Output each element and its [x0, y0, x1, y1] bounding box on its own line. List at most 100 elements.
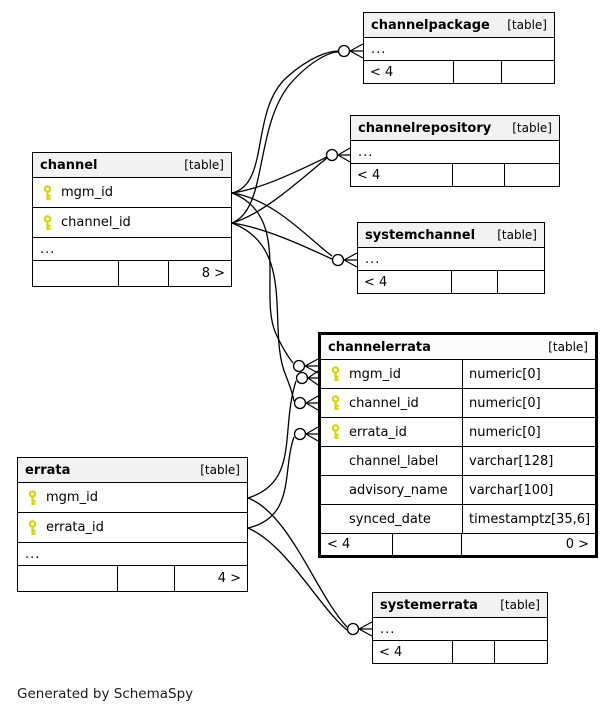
- footer-mid-cell: [119, 261, 169, 286]
- footer-mid-cell: [454, 61, 502, 83]
- crow-foot-channelerrata-errata-id: [305, 426, 319, 442]
- edge-errata-errata-id-to-channelerrata: [247, 436, 295, 529]
- column-row-mgm-id: mgm_id: [18, 483, 247, 513]
- column-name: synced_date: [349, 511, 431, 527]
- column-name: mgm_id: [349, 366, 401, 382]
- column-row-synced-date: synced_date timestamptz[35,6]: [321, 505, 595, 534]
- table-footer: 8 >: [33, 261, 231, 286]
- footer-mid-cell: [393, 534, 462, 555]
- footer-related-left: < 4: [351, 164, 453, 186]
- primary-key-icon: [331, 395, 340, 410]
- footer-related-right: [498, 271, 544, 293]
- footer-related-left: < 4: [373, 641, 453, 663]
- primary-key-icon: [28, 519, 37, 535]
- column-name: mgm_id: [61, 185, 113, 200]
- table-node-channelerrata[interactable]: channelerrata [table] mgm_id numeric[0]: [318, 332, 598, 558]
- footer-mid-cell: [118, 566, 175, 591]
- footer-mid-cell: [453, 641, 495, 663]
- footer-related-right: 0 >: [565, 537, 589, 552]
- edge-errata-mgm-id-to-systemerrata: [247, 497, 348, 628]
- crow-foot-systemchannel: [343, 252, 358, 268]
- table-node-errata[interactable]: errata [table] mgm_id errata_id: [17, 457, 248, 592]
- footer-related-left: < 4: [321, 534, 393, 555]
- crow-foot-channelerrata-mgm-id-a: [304, 358, 319, 374]
- footer-related-left: < 4: [364, 61, 454, 83]
- more-columns-row: ...: [373, 618, 547, 641]
- table-type-tag: [table]: [497, 228, 537, 242]
- table-header[interactable]: systemchannel [table]: [358, 223, 544, 248]
- column-name: advisory_name: [349, 482, 448, 498]
- crow-foot-channelrepository: [337, 147, 351, 163]
- more-columns-row: ...: [351, 141, 559, 164]
- edge-errata-mgm-id-to-channelerrata: [247, 380, 297, 499]
- column-row-errata-id: errata_id: [18, 513, 247, 543]
- table-title: systemerrata: [380, 597, 478, 613]
- crow-foot-channelpackage: [349, 43, 364, 59]
- table-footer: < 4 0 >: [321, 534, 595, 555]
- table-header[interactable]: channelpackage [table]: [364, 13, 554, 38]
- column-row-advisory-name: advisory_name varchar[100]: [321, 476, 595, 505]
- generator-credit: Generated by SchemaSpy: [17, 686, 194, 702]
- more-columns-row: ...: [364, 38, 554, 61]
- column-type: numeric[0]: [462, 389, 595, 417]
- edge-channel-mgm-id-to-channelrepository: [231, 156, 328, 194]
- table-footer: < 4: [358, 271, 544, 293]
- edge-channel-channel-id-to-channelrepository: [231, 157, 328, 224]
- table-footer: < 4: [351, 164, 559, 186]
- edge-channel-channel-id-to-channelpackage: [231, 51, 339, 224]
- primary-key-icon: [43, 184, 52, 200]
- footer-mid-cell: [453, 164, 505, 186]
- footer-related-right: [505, 164, 559, 186]
- zero-many-connector-channelerrata-mgm-id-b: [295, 371, 309, 385]
- column-row-channel-label: channel_label varchar[128]: [321, 447, 595, 476]
- footer-related-right: 8 >: [201, 266, 225, 281]
- column-name: errata_id: [349, 424, 407, 440]
- crow-foot-channelerrata-channel-id: [305, 395, 319, 411]
- primary-key-icon: [331, 424, 340, 439]
- table-header[interactable]: channelerrata [table]: [321, 335, 595, 360]
- table-footer: 4 >: [18, 566, 247, 591]
- table-header[interactable]: errata [table]: [18, 458, 247, 483]
- more-columns-row: ...: [18, 543, 247, 566]
- column-name: channel_id: [61, 215, 131, 230]
- table-type-tag: [table]: [500, 598, 540, 612]
- table-title: channelerrata: [328, 339, 431, 355]
- zero-many-connector-channelpackage: [337, 44, 351, 58]
- table-title: systemchannel: [365, 227, 476, 243]
- edge-channel-mgm-id-to-channelpackage: [231, 50, 339, 194]
- crow-foot-systemerrata: [358, 621, 373, 637]
- column-row-mgm-id: mgm_id: [33, 178, 231, 208]
- column-name: channel_label: [349, 453, 439, 469]
- footer-related-left: < 4: [358, 271, 452, 293]
- table-node-channelrepository[interactable]: channelrepository [table] ... < 4: [350, 115, 560, 187]
- table-node-channel[interactable]: channel [table] mgm_id channel_: [32, 152, 232, 287]
- edge-channel-mgm-id-to-channelerrata: [231, 192, 294, 364]
- table-type-tag: [table]: [507, 18, 547, 32]
- table-type-tag: [table]: [512, 121, 552, 135]
- table-footer: < 4: [364, 61, 554, 83]
- column-row-errata-id: errata_id numeric[0]: [321, 418, 595, 447]
- table-title: channelrepository: [358, 120, 492, 136]
- table-header[interactable]: channelrepository [table]: [351, 116, 559, 141]
- edge-channel-channel-id-to-systemchannel: [231, 222, 333, 260]
- table-type-tag: [table]: [184, 158, 224, 172]
- column-type: varchar[100]: [462, 476, 595, 504]
- edge-lines: [231, 50, 348, 631]
- column-name: channel_id: [349, 395, 419, 411]
- table-type-tag: [table]: [548, 340, 588, 354]
- footer-related-right: [502, 61, 554, 83]
- zero-many-connector-channelerrata-channel-id: [293, 396, 307, 410]
- primary-key-icon: [331, 366, 340, 381]
- table-node-systemchannel[interactable]: systemchannel [table] ... < 4: [357, 222, 545, 294]
- column-type: varchar[128]: [462, 447, 595, 475]
- table-header[interactable]: channel [table]: [33, 153, 231, 178]
- zero-many-connector-channelerrata-mgm-id-a: [292, 359, 306, 373]
- footer-mid-cell: [452, 271, 498, 293]
- zero-many-connector-channelrepository: [325, 148, 339, 162]
- zero-many-connector-systemerrata: [346, 622, 360, 636]
- column-type: timestamptz[35,6]: [462, 505, 595, 533]
- table-header[interactable]: systemerrata [table]: [373, 593, 547, 618]
- table-node-channelpackage[interactable]: channelpackage [table] ... < 4: [363, 12, 555, 84]
- table-node-systemerrata[interactable]: systemerrata [table] ... < 4: [372, 592, 548, 664]
